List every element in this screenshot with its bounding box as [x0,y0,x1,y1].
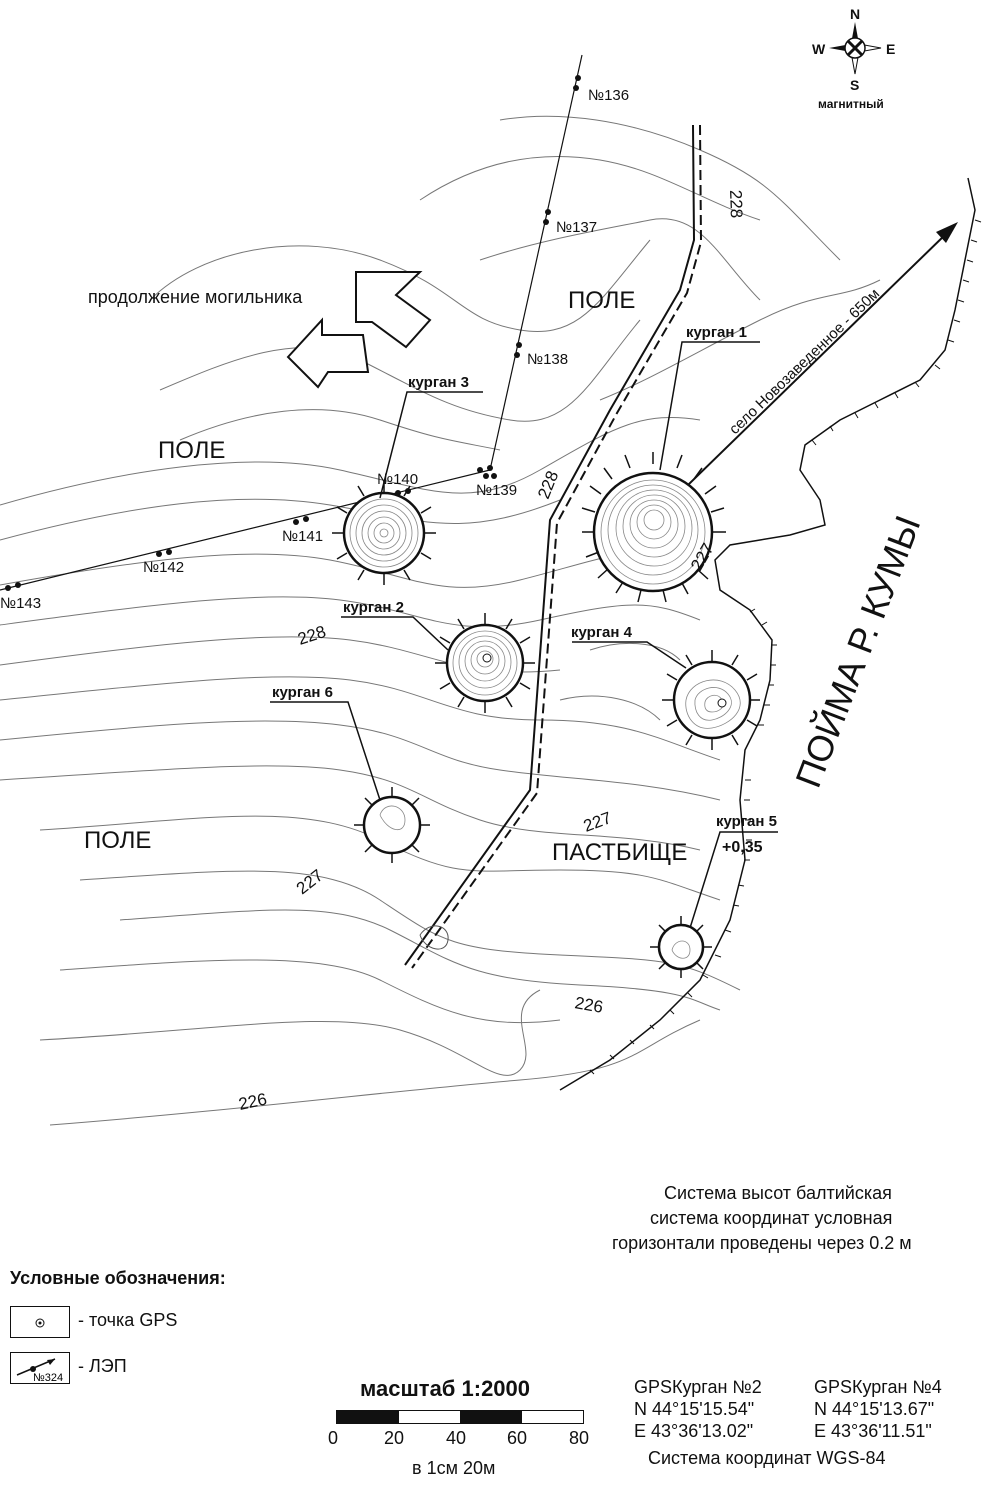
compass-caption: магнитный [818,97,884,111]
legend-power-sample: №324 [33,1372,63,1383]
river-bank-ticks [589,219,982,1075]
contour-label: 228 [295,622,328,649]
pole-140-label: №140 [377,471,418,488]
gps-kurgan-4: GPSКурган №4 N 44°15'13.67" E 43°36'11.5… [814,1376,942,1442]
scale-caption: в 1см 20м [412,1458,496,1478]
compass-w: W [812,41,826,57]
scale-title: масштаб 1:2000 [360,1376,531,1401]
pole-138-label: №138 [527,351,568,368]
continuation-arrows [286,271,432,389]
power-line-icon: №324 [16,1358,63,1384]
contour-label: 227 [293,866,327,898]
contour-label: 226 [237,1089,269,1113]
scale-tick: 60 [507,1428,528,1448]
compass-s: S [850,77,859,93]
kurgan-2-label: курган 2 [343,599,404,616]
legend-title: Условные обозначения: [10,1268,226,1288]
kurgan-4-mound [662,650,760,750]
road [404,124,703,969]
compass-rose [829,22,882,75]
kurgan-leaders [270,341,778,929]
floodplain-label: ПОЙМА Р. КУМЫ [786,510,928,793]
contour-label: 227 [581,808,614,836]
scale-tick: 80 [569,1428,590,1448]
legend-power-text: - ЛЭП [78,1356,127,1376]
river-bank [559,177,976,1091]
field-label-bottom: ПОЛЕ [84,827,151,854]
field-label-top: ПОЛЕ [568,287,635,314]
kurgan-3-label: курган 3 [408,374,469,391]
compass-e: E [886,41,895,57]
compass-n: N [850,6,860,22]
pasture-label: ПАСТБИЩЕ [552,839,687,866]
kurgan-2-mound [435,613,535,713]
pole-142-label: №142 [143,559,184,576]
pole-137-label: №137 [556,219,597,236]
contour-label: 228 [534,468,562,501]
contour-label: 228 [726,189,746,218]
note-coordinates: система координат условная [650,1208,893,1228]
pole-139-label: №139 [476,482,517,499]
contour-lines [0,115,881,1126]
legend-gps-box [10,1306,70,1338]
village-direction-label: село Новозаведенное - 650м [726,285,883,438]
gps-kurgan-4-east: E 43°36'11.51" [814,1421,932,1441]
gps-kurgan-4-north: N 44°15'13.67" [814,1399,935,1419]
legend-gps-text: - точка GPS [78,1310,178,1330]
scale-tick: 0 [328,1428,339,1448]
kurgan-1-label: курган 1 [686,324,747,341]
pole-136-label: №136 [588,87,629,104]
gps-kurgan-2-east: E 43°36'13.02" [634,1421,754,1441]
gps-kurgan-2-north: N 44°15'15.54" [634,1399,755,1419]
power-poles [5,75,581,591]
legend-power-box: №324 [10,1352,70,1384]
pole-143-label: №143 [0,595,41,612]
gps-system: Система координат WGS-84 [648,1448,886,1468]
survey-map: N S E W магнитный продолжение могильника… [0,6,982,1126]
kurgan-5-label: курган 5 [716,813,777,830]
kurgan-6-mound [354,787,430,863]
note-contours: горизонтали проведены через 0.2 м [612,1233,912,1253]
gps-kurgan-2: GPSКурган №2 N 44°15'15.54" E 43°36'13.0… [634,1376,762,1442]
contour-label: 226 [573,993,604,1017]
gps-kurgan-2-title: GPSКурган №2 [634,1377,762,1397]
field-label-left: ПОЛЕ [158,437,225,464]
kurgan-3-mound [332,481,436,585]
continuation-label: продолжение могильника [88,287,303,307]
scale-tick: 20 [384,1428,405,1448]
pole-141-label: №141 [282,528,323,545]
village-arrow [651,222,958,521]
kurgan-5-mound [650,916,712,978]
gps-point-icon [35,1318,45,1328]
depression [419,925,449,950]
power-line [0,54,583,591]
scale-tick: 40 [446,1428,467,1448]
kurgan-1-mound [581,452,726,603]
kurgan-5-height: +0,35 [722,839,763,856]
scale-bar [336,1410,584,1424]
kurgan-6-label: курган 6 [272,684,333,701]
note-heights: Система высот балтийская [664,1183,892,1203]
kurgan-4-label: курган 4 [571,624,633,641]
gps-kurgan-4-title: GPSКурган №4 [814,1377,942,1397]
